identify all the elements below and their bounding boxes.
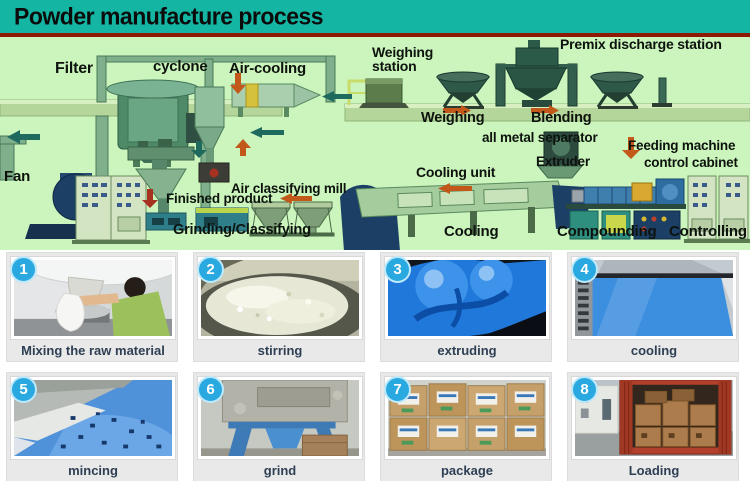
step-number-badge: 3 (384, 256, 411, 283)
extruder-machine (566, 178, 686, 240)
label-compounding: Compounding (557, 223, 657, 240)
flow-arrows (7, 73, 640, 208)
step-number-badge: 8 (571, 376, 598, 403)
step-photo-grind (198, 377, 362, 459)
step-caption: extruding (437, 343, 497, 358)
platform-pole (652, 77, 672, 107)
step-caption: Mixing the raw material (21, 343, 165, 358)
grinding-mill (127, 139, 195, 231)
premix-hopper-b (590, 71, 644, 109)
right-control-cabinets (684, 175, 750, 243)
label-blending: Blending (531, 110, 592, 126)
step-photo-loading (572, 377, 736, 459)
step-caption: mincing (68, 463, 118, 478)
step-caption: grind (263, 463, 297, 478)
step-number-badge: 5 (10, 376, 37, 403)
label-finished-product: Finished product (166, 191, 273, 206)
classifier-box (195, 207, 249, 232)
label-feeding-machine: Feeding machine (628, 138, 736, 153)
page-title: Powder manufacture process (14, 2, 324, 30)
step-number-badge: 4 (571, 256, 598, 283)
label-fan: Fan (4, 168, 31, 185)
banner-underline (0, 33, 750, 37)
label-air-cooling: Air-cooling (229, 60, 306, 77)
step-card-4: 4 cooling (567, 252, 739, 362)
step-card-5: 5 (6, 372, 178, 481)
label-controlling: Controlling (669, 223, 747, 240)
step-card-2: 2 stirring (193, 252, 365, 362)
air-cooling-duct (231, 83, 322, 117)
blender-machine (495, 40, 578, 107)
label-weighing-station: Weighing station (372, 44, 434, 75)
premix-hopper-a (436, 71, 490, 109)
step-caption: cooling (630, 343, 678, 358)
label-air-classifying-mill: Air classifying mill (231, 181, 347, 196)
step-caption: Loading (628, 463, 680, 478)
step-photo-mincing (11, 377, 175, 459)
step-card-3: 3 extruding (380, 252, 552, 362)
product-hoppers (249, 201, 335, 237)
weighing-station (347, 78, 409, 108)
step-card-1: 1 Mixing the raw material (6, 252, 178, 362)
label-cooling: Cooling (444, 223, 499, 240)
process-steps-grid: 1 Mixing the raw material (0, 252, 750, 481)
step-number-badge: 2 (197, 256, 224, 283)
step-card-6: 6 grind (193, 372, 365, 481)
label-weighing: Weighing (421, 110, 485, 126)
process-flow-diagram: Filter cyclone Air-cooling Weighing stat… (0, 37, 750, 250)
process-diagram-graphic (0, 40, 750, 250)
label-control-cabinet: control cabinet (644, 155, 738, 170)
step-card-8: 8 (567, 372, 739, 481)
label-cooling-unit: Cooling unit (416, 164, 496, 180)
step-card-7: 7 (380, 372, 552, 481)
step-number-badge: 1 (10, 256, 37, 283)
step-photo-extruding (385, 257, 549, 339)
center-control-cabinet (72, 175, 150, 244)
label-all-metal-separator: all metal separator (482, 130, 598, 145)
cyclone-unit (194, 86, 230, 183)
step-photo-package (385, 377, 549, 459)
label-premix-discharge-station: Premix discharge station (560, 36, 722, 52)
step-photo-cooling (572, 257, 736, 339)
label-filter: Filter (55, 60, 93, 77)
label-cyclone: cyclone (153, 58, 208, 75)
label-extruder: Extruder (536, 154, 590, 169)
step-photo-stirring (198, 257, 362, 339)
step-photo-mixing (11, 257, 175, 339)
step-caption: stirring (257, 343, 303, 358)
step-number-badge: 7 (384, 376, 411, 403)
step-caption: package (440, 463, 494, 478)
step-number-badge: 6 (197, 376, 224, 403)
metal-separator (536, 131, 584, 179)
label-grinding-classifying: Grinding/Classifying (173, 222, 311, 238)
title-banner: Powder manufacture process (0, 0, 750, 33)
